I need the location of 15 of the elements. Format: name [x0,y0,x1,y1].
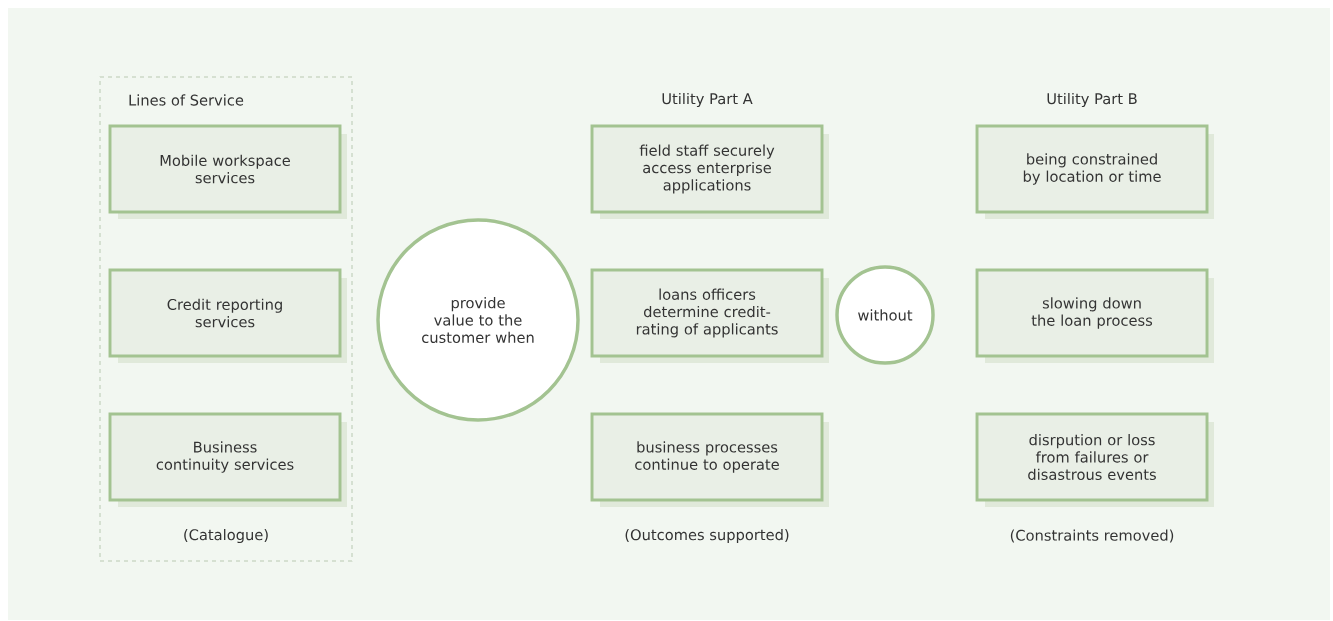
service-box: Mobile workspace services [108,124,347,219]
column-heading: Utility Part B [1047,92,1137,108]
service-box: Credit reporting services [108,268,347,363]
statement-box: disrpution or loss from failures or disastrous events [975,412,1214,507]
statement-box: field staff securely access enterprise applications [590,124,829,219]
statement-box: business processes continue to operate [590,412,829,507]
group-footer: (Catalogue) [184,528,268,544]
service-box: Business continuity services [108,412,347,507]
column-footer: (Constraints removed) [1010,529,1174,543]
column-heading: Utility Part A [662,92,753,108]
statement-box: loans officers determine credit-rating of applicants [590,268,829,363]
statement-box: slowing down the loan process [975,268,1214,363]
group-heading: Lines of Service [129,94,244,106]
statement-box: being constrained by location or time [975,124,1214,219]
column-footer: (Outcomes supported) [625,528,789,544]
